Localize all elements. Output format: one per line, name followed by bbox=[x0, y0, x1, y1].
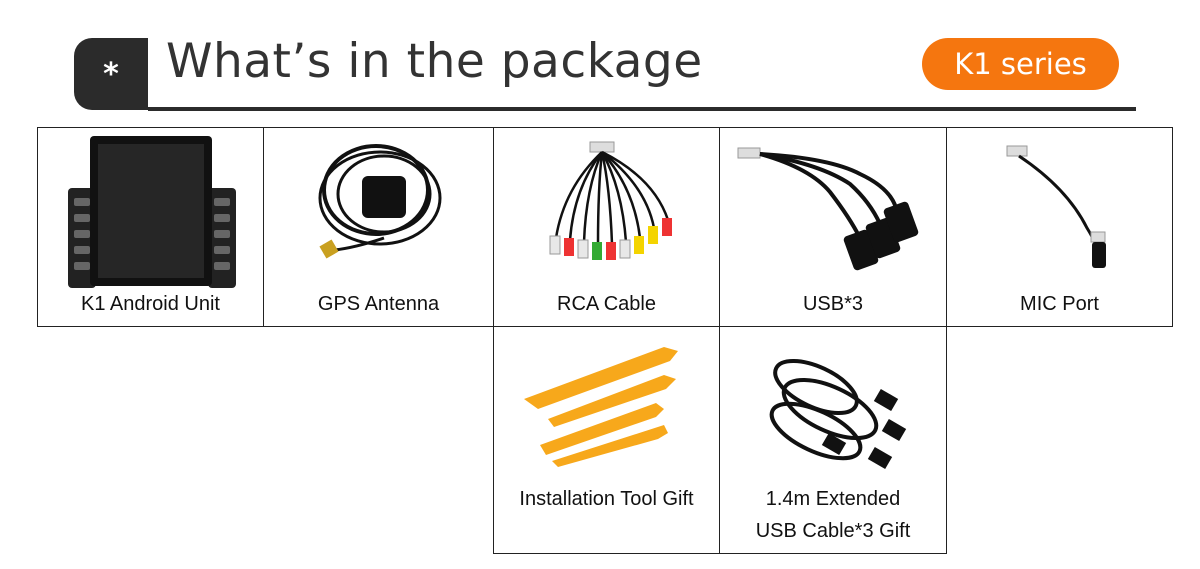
mic-cable-icon bbox=[1006, 145, 1106, 268]
item-label-line2: USB Cable*3 Gift bbox=[755, 520, 911, 542]
item-usb-extension: 1.4m Extended USB Cable*3 Gift bbox=[719, 326, 947, 554]
item-label: USB*3 bbox=[802, 293, 864, 315]
item-label: RCA Cable bbox=[557, 293, 656, 315]
title-underline bbox=[148, 107, 1136, 111]
item-android-unit: K1 Android Unit bbox=[37, 127, 264, 327]
usb-cable-icon bbox=[737, 147, 919, 271]
usb-extension-icon bbox=[769, 359, 907, 470]
item-label-line1: 1.4m Extended bbox=[765, 488, 901, 510]
pry-tools-icon bbox=[524, 347, 678, 467]
page-title: What’s in the package bbox=[166, 34, 703, 89]
series-badge: K1 series bbox=[922, 38, 1119, 90]
item-label: MIC Port bbox=[1020, 293, 1099, 315]
asterisk-icon: * bbox=[103, 56, 119, 92]
head-unit-icon bbox=[68, 136, 236, 288]
item-label: GPS Antenna bbox=[317, 293, 440, 315]
item-installation-tool: Installation Tool Gift bbox=[493, 326, 720, 554]
item-mic-port: MIC Port bbox=[946, 127, 1173, 327]
item-gps-antenna: GPS Antenna bbox=[263, 127, 494, 327]
item-label: Installation Tool Gift bbox=[519, 488, 694, 510]
item-label: K1 Android Unit bbox=[81, 293, 220, 315]
item-usb-cable: USB*3 bbox=[719, 127, 947, 327]
item-rca-cable: RCA Cable bbox=[493, 127, 720, 327]
header-badge: * bbox=[74, 38, 148, 110]
gps-antenna-icon bbox=[318, 144, 442, 259]
rca-cable-icon bbox=[549, 141, 672, 260]
